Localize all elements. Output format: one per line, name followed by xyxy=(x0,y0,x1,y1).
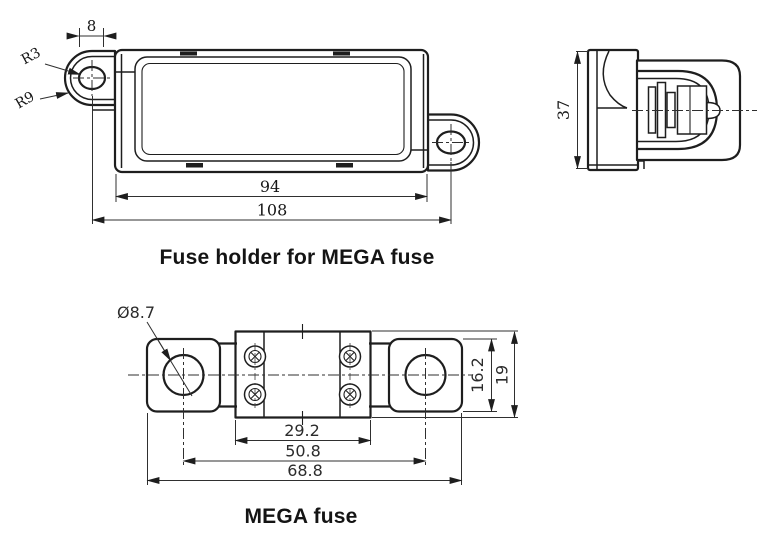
dim-label-68-8: 68.8 xyxy=(287,461,323,480)
dimension-inner-length: 29.2 xyxy=(234,420,372,445)
dimension-holder-height: 37 xyxy=(554,50,588,170)
dim-label-8: 8 xyxy=(87,17,97,35)
dim-label-108: 108 xyxy=(257,201,288,220)
rivet xyxy=(338,345,362,368)
mega-fuse-top-view: Ø8.7 16.2 19 29.2 50.8 xyxy=(117,303,518,485)
dim-label-94: 94 xyxy=(260,177,280,196)
cover-clip-notches xyxy=(180,51,353,168)
dimension-lobe-radius: R9 xyxy=(13,89,70,113)
dimension-tab-width: 8 xyxy=(66,17,117,47)
dimension-overall-length: 108 xyxy=(91,201,453,224)
dim-label-16-2: 16.2 xyxy=(468,357,487,393)
fuse-rivets xyxy=(243,343,362,408)
dim-label-50-8: 50.8 xyxy=(285,442,321,461)
dim-label-19: 19 xyxy=(493,365,512,385)
side-housing xyxy=(586,48,640,172)
rivet xyxy=(243,345,267,368)
dim-label-29-2: 29.2 xyxy=(284,421,320,440)
dimension-hole-diameter: Ø8.7 xyxy=(117,303,193,397)
dim-label-8-7: Ø8.7 xyxy=(117,303,155,322)
dimension-overall-height: 19 xyxy=(372,330,518,419)
fuse-holder-side-view: 37 xyxy=(554,48,757,172)
holder-cover xyxy=(134,56,412,162)
dimension-hole-spacing: 50.8 xyxy=(182,442,427,465)
caption-fuse-holder: Fuse holder for MEGA fuse xyxy=(160,246,435,269)
fuse-holder-front-view: 8 R3 R9 94 108 xyxy=(13,17,481,224)
dimension-body-length: 94 xyxy=(114,174,429,202)
dim-label-r9: R9 xyxy=(13,89,38,113)
dim-label-r3: R3 xyxy=(19,45,44,68)
dimension-terminal-height: 16.2 xyxy=(463,338,497,413)
dimension-fuse-overall-length: 68.8 xyxy=(146,413,463,485)
dim-label-37: 37 xyxy=(554,100,573,120)
caption-mega-fuse: MEGA fuse xyxy=(244,505,357,528)
